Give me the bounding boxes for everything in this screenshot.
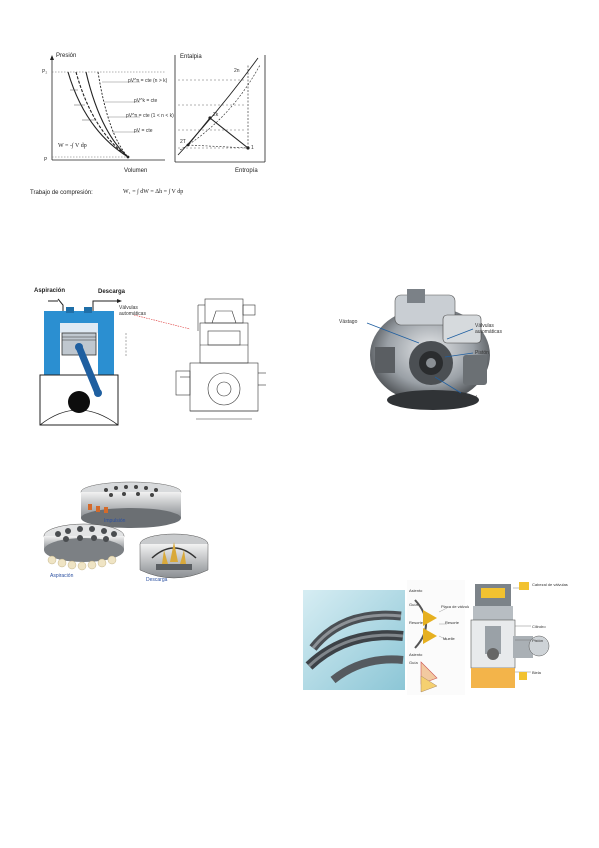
plates-label-right: Descarga	[146, 577, 168, 583]
hs-point-2t: 2T	[180, 139, 186, 145]
callout-left-2: Guía	[409, 602, 418, 607]
pv-p2-label: P₂	[42, 69, 48, 75]
valves-label: Válvulas automáticas	[119, 305, 146, 317]
callout-right-3: Pistón	[532, 638, 544, 643]
rings-photo-svg	[303, 590, 405, 690]
plates-label-left: Aspiración	[50, 573, 74, 579]
hs-x-axis-label: Entropía	[235, 168, 258, 174]
callout-mid-2: Resorte	[445, 620, 460, 625]
pv-x-axis-label: Volumen	[124, 168, 148, 174]
compressor-photo-svg	[366, 289, 490, 410]
curve-label-2: pV^k = cte	[134, 98, 158, 104]
piston-schematic-svg	[39, 298, 266, 426]
figure-valve-rings: Asiento Guía Resorte Asiento Guía Placa …	[303, 580, 573, 695]
figure-pv-hs-diagram: Presión P₂ P Volumen W = -∫ V dp pV^n = …	[30, 50, 275, 210]
work-label: Trabajo de compresión:	[30, 190, 93, 196]
work-formula: W₁ = ∫ dW = Δh = ∫ V dp	[123, 189, 184, 195]
pv-work-formula: W = -∫ V dp	[58, 143, 87, 149]
hs-point-2k: 2k	[213, 112, 219, 118]
hs-point-2n: 2n	[234, 68, 240, 74]
curve-label-1: pV^n = cte (n > k)	[128, 78, 168, 84]
hs-point-1: 1	[251, 145, 254, 151]
valve-section-svg	[407, 580, 465, 695]
label-ciguenal: Cigüeñal	[457, 395, 477, 401]
valve-plates-svg	[43, 481, 209, 579]
figure-compressor-photo: Vástago Válvulas automáticas Pistón Cigü…	[335, 285, 525, 425]
callout-left-5: Guía	[409, 660, 418, 665]
pv-y-axis-label: Presión	[56, 53, 77, 59]
callout-right-1: Cabezal de válvulas	[532, 582, 568, 587]
thermo-diagram-svg	[50, 55, 266, 163]
figure-piston-schematic: Aspiración Descarga Válvulas automáticas	[30, 285, 270, 435]
suction-label: Aspiración	[34, 288, 66, 294]
label-vastago: Vástago	[339, 319, 358, 325]
label-piston: Pistón	[475, 350, 489, 356]
callout-right-2: Cilindro	[532, 624, 546, 629]
callout-mid-3: Muelle	[443, 636, 455, 641]
callout-left-1: Asiento	[409, 588, 423, 593]
curve-label-3: pV^n = cte (1 < n < k)	[126, 113, 174, 119]
callout-left-4: Asiento	[409, 652, 423, 657]
callout-mid-1: Placa de válvula	[441, 604, 471, 609]
hs-y-axis-label: Entalpia	[180, 54, 202, 60]
curve-label-4: pV = cte	[134, 128, 153, 134]
pv-p-label: P	[44, 157, 48, 163]
callout-left-3: Resorte	[409, 620, 424, 625]
discharge-label: Descarga	[98, 289, 126, 295]
label-valvulas: Válvulas automáticas	[475, 323, 502, 335]
plates-label-top: Impulsión	[104, 518, 126, 524]
figure-valve-plates: Impulsión Aspiración Descarga	[36, 478, 216, 593]
callout-right-4: Biela	[532, 670, 541, 675]
valve-cutaway-svg	[469, 580, 573, 692]
